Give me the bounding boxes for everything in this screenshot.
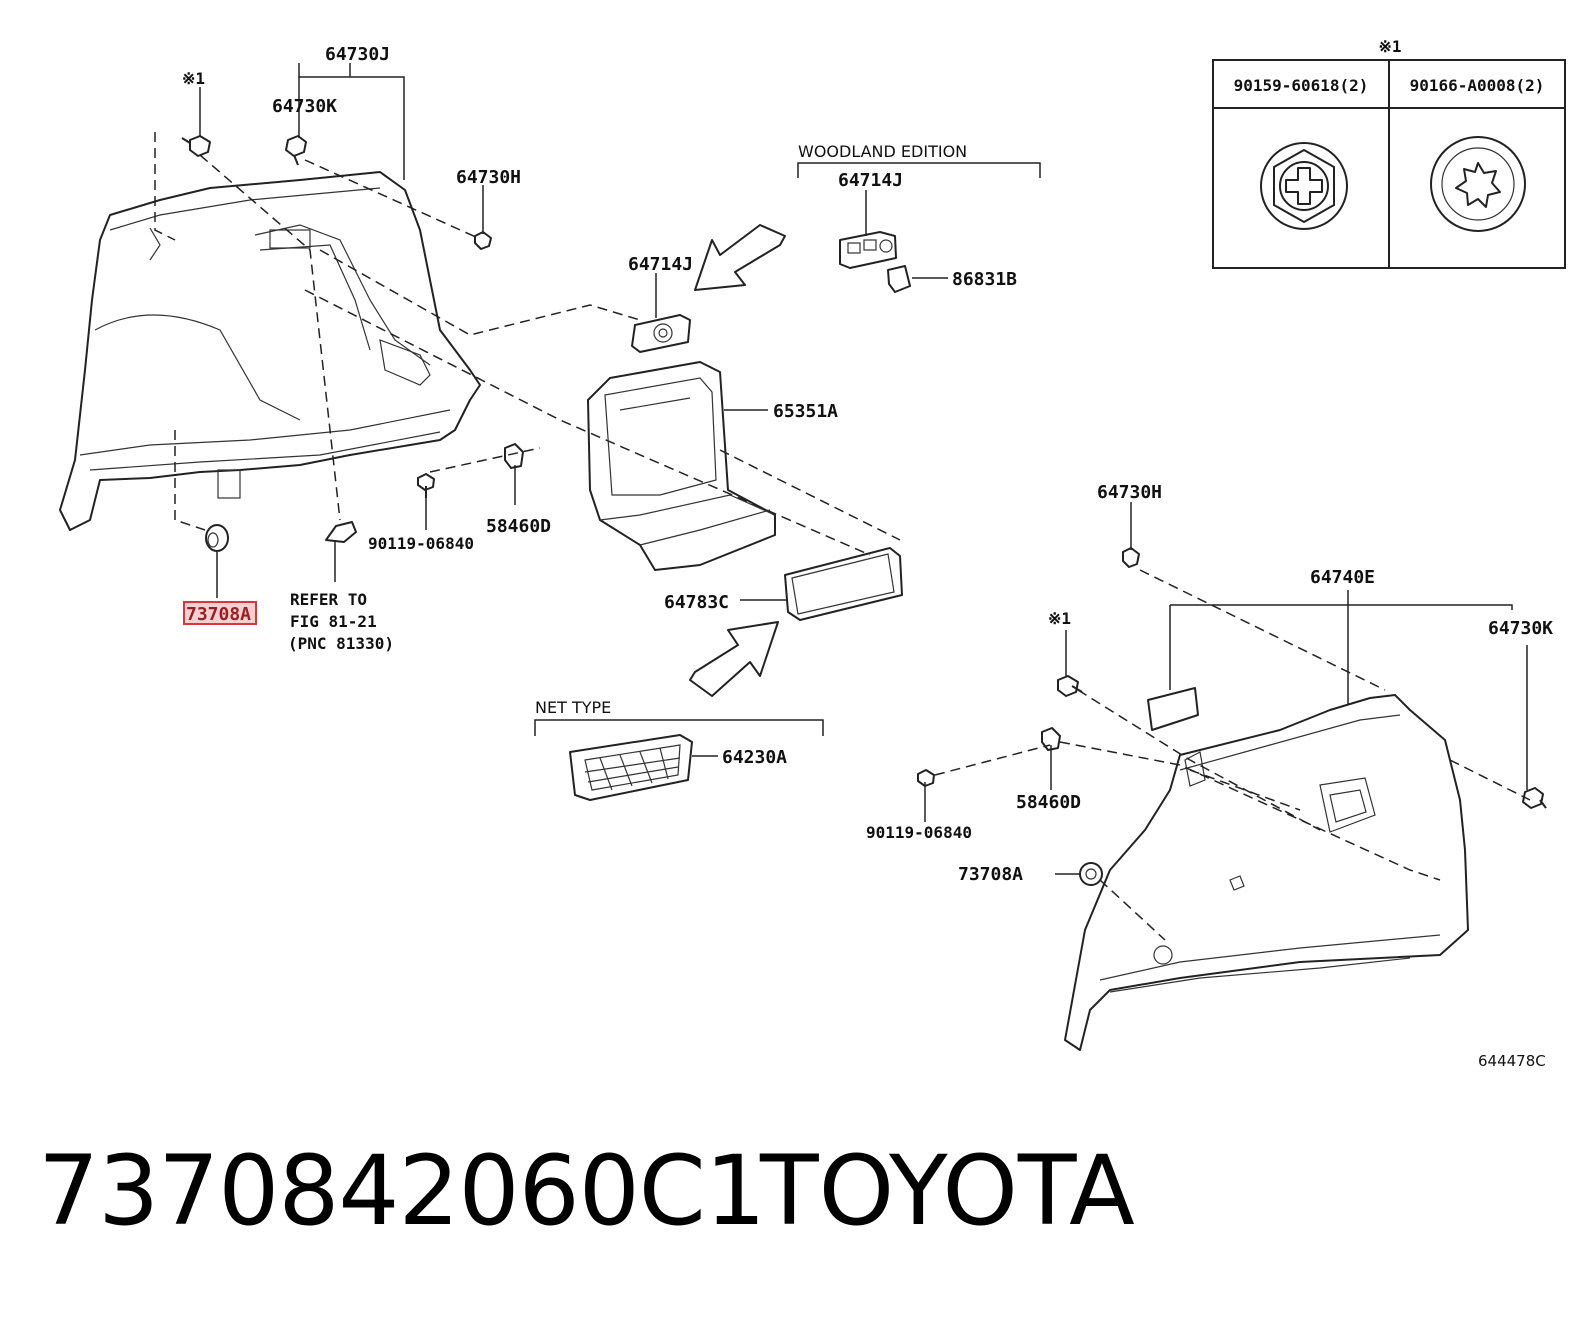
label-64740E: 64740E: [1310, 567, 1375, 588]
clip-73708A-top: [205, 524, 229, 552]
inset-col2-part: 90166-A0008(2): [1410, 76, 1545, 95]
cap-86831B: [887, 265, 911, 293]
clip-64730K-top: [285, 135, 307, 166]
storage-box-65351A: [587, 361, 776, 571]
woodland-edition-group: WOODLAND EDITION: [797, 142, 1041, 293]
label-64783C: 64783C: [664, 592, 729, 613]
net-type-group: NET TYPE: [534, 698, 824, 801]
label-64730J: 64730J: [325, 44, 390, 65]
inset-col1-part: 90159-60618(2): [1234, 76, 1369, 95]
cover-plate-64740E: [1147, 687, 1199, 731]
label-64230A: 64230A: [722, 747, 787, 768]
part-number-caption: 7370842060C1: [38, 1135, 766, 1247]
label-64714J-mid: 64714J: [628, 254, 693, 275]
label-65351A: 65351A: [773, 401, 838, 422]
bolt-90119-top: [417, 473, 435, 498]
figure-number: 644478C: [1478, 1052, 1546, 1070]
label-58460D-bot: 58460D: [1016, 792, 1081, 813]
label-64730H-top: 64730H: [456, 167, 521, 188]
brand-caption: TOYOTA: [760, 1135, 1135, 1247]
bolt-90119-bot: [917, 769, 935, 787]
label-86831B: 86831B: [952, 269, 1017, 290]
label-64730K-top: 64730K: [272, 96, 337, 117]
clip-73708A-bot: [1079, 862, 1103, 886]
inset-mark: ※1: [1378, 37, 1401, 56]
label-64730K-bot: 64730K: [1488, 618, 1553, 639]
label-90119-bot: 90119-06840: [866, 823, 972, 842]
highlighted-part-73708A: 73708A: [183, 601, 257, 625]
label-64714J-right: 64714J: [838, 170, 903, 191]
label-73708A-top: 73708A: [186, 604, 251, 625]
refer-line-3: (PNC 81330): [288, 634, 394, 653]
label-73708A-bot: 73708A: [958, 864, 1023, 885]
refer-line-2: FIG 81-21: [290, 612, 377, 631]
label-mark1-top: ※1: [182, 69, 205, 88]
switch-panel-64714J-right: [839, 231, 897, 269]
cargo-net-64230A: [569, 734, 693, 801]
fastener-inset: ※1 90159-60618(2) 90166-A0008(2): [1212, 37, 1566, 269]
screw-mark1-top: [181, 135, 211, 157]
arrow-up-right-icon: [689, 621, 779, 697]
phillips-screw-icon: [1260, 142, 1348, 230]
hook-refer-fig81: [325, 521, 357, 543]
clip-64730H-bot: [1122, 547, 1140, 568]
clip-64730K-bot: [1522, 787, 1547, 809]
bracket-58460D-top: [504, 443, 524, 469]
arrow-down-left-icon: [694, 224, 786, 291]
label-mark1-bot: ※1: [1048, 609, 1071, 628]
left-quarter-trim-panel: [59, 171, 481, 531]
clip-64730H-top: [474, 231, 492, 250]
label-58460D-top: 58460D: [486, 516, 551, 537]
bracket-58460D-bot: [1041, 727, 1061, 751]
woodland-caption: WOODLAND EDITION: [798, 142, 967, 161]
screw-mark1-bot: [1057, 675, 1083, 697]
net-type-caption: NET TYPE: [535, 698, 611, 717]
refer-line-1: REFER TO: [290, 590, 367, 609]
torx-screw-icon: [1430, 136, 1526, 232]
label-64730H-bot: 64730H: [1097, 482, 1162, 503]
right-quarter-trim-panel-64740E: [1064, 694, 1469, 1051]
frame-64783C: [784, 547, 903, 621]
label-90119-top: 90119-06840: [368, 534, 474, 553]
switch-panel-64714J-mid: [631, 314, 691, 353]
